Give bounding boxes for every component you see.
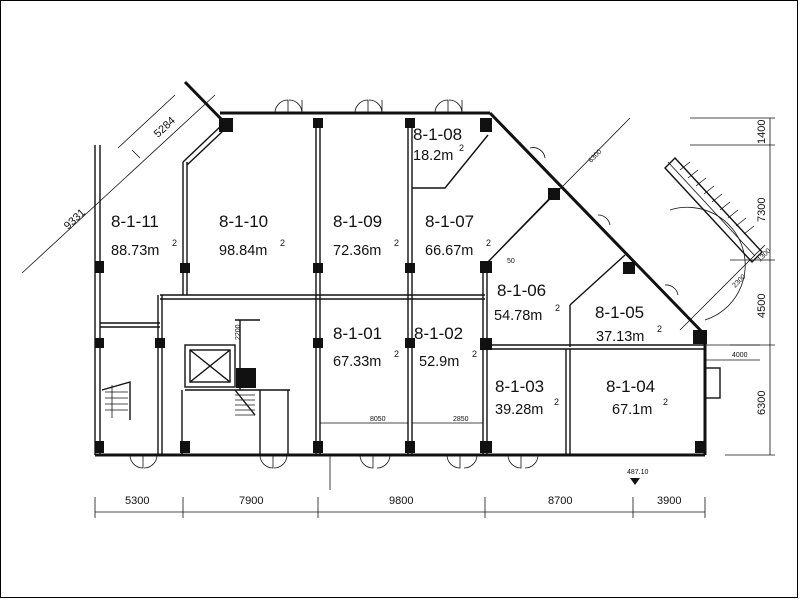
- room-area: 67.33m: [333, 354, 381, 370]
- room-area: 67.1m: [612, 402, 652, 418]
- room-8-1-02: 8-1-02 52.9m 2: [414, 324, 477, 370]
- dim-right-3: 4500: [756, 294, 768, 318]
- dim-diagonal-1: 5284: [152, 115, 178, 140]
- room-id: 8-1-02: [414, 324, 463, 343]
- room-area: 18.2m: [413, 148, 453, 164]
- dim-right-4: 6300: [756, 391, 768, 415]
- room-area: 66.67m: [425, 243, 473, 259]
- dim-right-2: 7300: [756, 198, 768, 222]
- room-id: 8-1-08: [413, 125, 462, 144]
- area-superscript: 2: [172, 238, 177, 248]
- area-superscript: 2: [657, 324, 662, 334]
- dim-bottom-4: 8700: [548, 495, 572, 507]
- room-area: 88.73m: [111, 243, 159, 259]
- room-id: 8-1-01: [333, 324, 382, 343]
- room-8-1-09: 8-1-09 72.36m 2: [333, 212, 399, 259]
- room-id: 8-1-04: [606, 377, 655, 396]
- area-superscript: 2: [472, 349, 477, 359]
- dim-core: 2200: [235, 324, 242, 340]
- dim-right-1: 1400: [756, 120, 768, 144]
- outer-walls: [94, 80, 707, 457]
- columns: [95, 118, 707, 453]
- area-superscript: 2: [280, 238, 285, 248]
- area-superscript: 2: [459, 143, 464, 153]
- room-id: 8-1-10: [219, 212, 268, 231]
- dimension-labels: 5300 7900 9800 8700 3900 1400 7300 4500 …: [62, 115, 773, 507]
- area-superscript: 2: [554, 397, 559, 407]
- dim-diagonal-2: 9331: [62, 207, 88, 232]
- dim-bottom-2: 7900: [239, 495, 263, 507]
- room-labels: 8-1-11 88.73m 2 8-1-10 98.84m 2 8-1-09 7…: [111, 125, 668, 418]
- area-superscript: 2: [663, 397, 668, 407]
- area-superscript: 2: [486, 238, 491, 248]
- dim-angle: 50: [507, 258, 515, 265]
- room-area: 54.78m: [494, 308, 542, 324]
- room-8-1-03: 8-1-03 39.28m 2: [495, 377, 559, 418]
- room-8-1-06: 8-1-06 54.78m 2: [494, 281, 560, 324]
- dim-diag-a: 6300: [587, 148, 603, 164]
- room-area: 37.13m: [596, 329, 644, 345]
- room-id: 8-1-07: [425, 212, 474, 231]
- dim-bottom-5: 3900: [657, 495, 681, 507]
- dim-inner-b: 2850: [453, 416, 469, 423]
- room-8-1-10: 8-1-10 98.84m 2: [219, 212, 285, 259]
- room-area: 52.9m: [419, 354, 459, 370]
- room-8-1-04: 8-1-04 67.1m 2: [606, 377, 668, 418]
- area-superscript: 2: [394, 238, 399, 248]
- exterior-stair: [664, 156, 763, 264]
- doors: [129, 99, 746, 469]
- room-id: 8-1-11: [111, 212, 159, 231]
- room-8-1-05: 8-1-05 37.13m 2: [595, 303, 662, 345]
- dim-bottom-1: 5300: [125, 495, 149, 507]
- dim-right-stub: 4000: [732, 352, 748, 359]
- room-area: 72.36m: [333, 243, 381, 259]
- room-8-1-07: 8-1-07 66.67m 2: [425, 212, 491, 259]
- room-8-1-01: 8-1-01 67.33m 2: [333, 324, 399, 370]
- room-id: 8-1-06: [497, 281, 546, 300]
- room-id: 8-1-05: [595, 303, 644, 322]
- area-superscript: 2: [394, 349, 399, 359]
- room-area: 39.28m: [495, 402, 543, 418]
- level-mark: 487.10: [627, 469, 649, 476]
- room-area: 98.84m: [219, 243, 267, 259]
- room-8-1-08: 8-1-08 18.2m 2: [413, 125, 464, 164]
- room-id: 8-1-03: [495, 377, 544, 396]
- dim-bottom-3: 9800: [389, 495, 413, 507]
- dim-inner-a: 8050: [370, 416, 386, 423]
- room-id: 8-1-09: [333, 212, 382, 231]
- room-8-1-11: 8-1-11 88.73m 2: [111, 212, 177, 259]
- dimension-lines: [21, 94, 775, 518]
- area-superscript: 2: [555, 303, 560, 313]
